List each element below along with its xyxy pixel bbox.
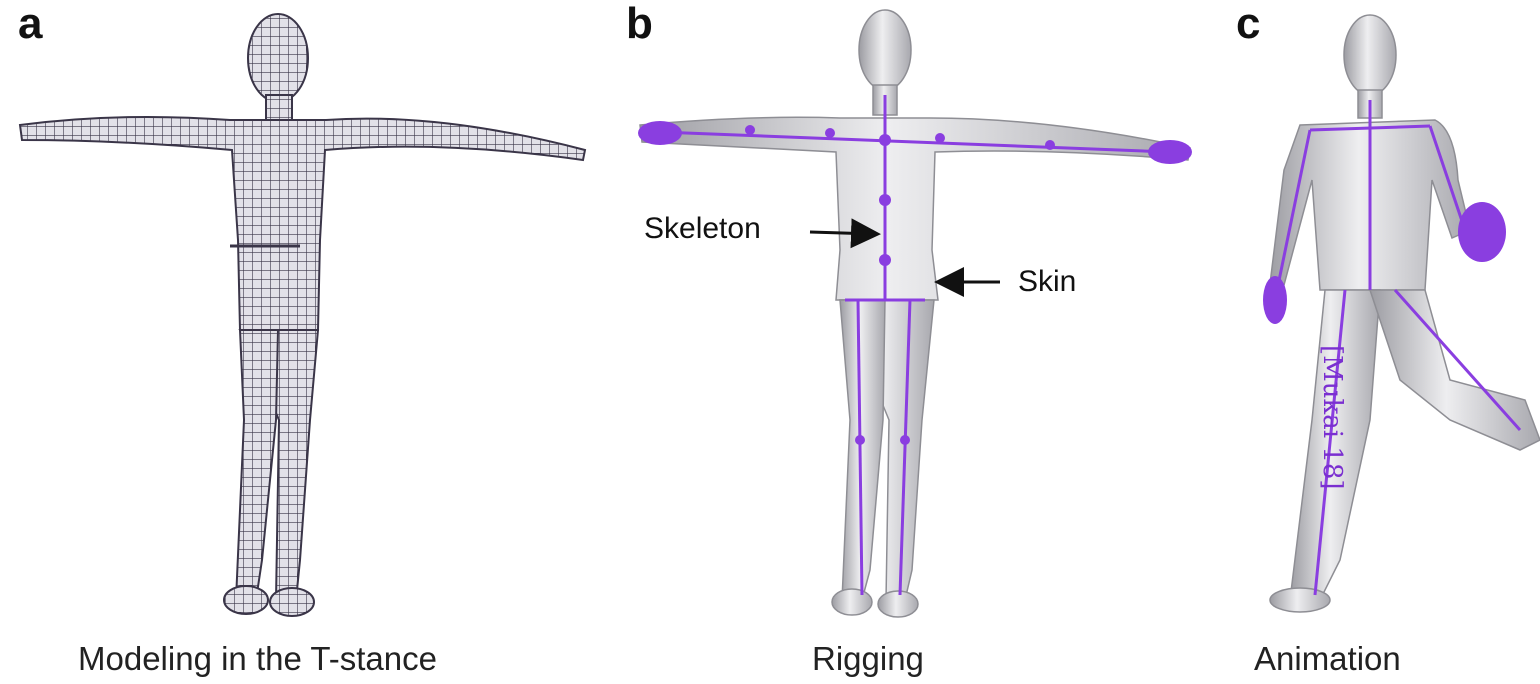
right-hand-joints [1148, 140, 1192, 164]
skin-torso-arms [640, 117, 1190, 300]
skin-head [859, 10, 911, 90]
caption-rigging: Rigging [812, 640, 924, 678]
fist-joints [1458, 202, 1506, 262]
caption-modeling: Modeling in the T-stance [78, 640, 437, 678]
mesh-left-leg [236, 330, 278, 600]
hand-joints [1263, 276, 1287, 324]
skeleton-arrow [810, 232, 875, 234]
mesh-head [248, 14, 308, 102]
credit-label: [Mukai 18] [1314, 345, 1350, 545]
rigged-figure [600, 0, 1220, 640]
mesh-neck [266, 95, 292, 123]
panel-rigging: b Skeleton Skin Rigging [600, 0, 1220, 684]
label-skeleton: Skeleton [644, 212, 761, 246]
panel-modeling: a Modeling in the T-stance [0, 0, 600, 684]
mesh-figure [0, 0, 600, 640]
mesh-torso-arms [20, 117, 585, 330]
mesh-left-foot [224, 586, 268, 614]
label-skin: Skin [1018, 265, 1076, 299]
left-hand-joints [638, 121, 682, 145]
animated-figure [1220, 0, 1540, 640]
mesh-right-foot [270, 588, 314, 616]
caption-animation: Animation [1254, 640, 1401, 678]
panel-animation: c [Mukai 18] Animation [1220, 0, 1540, 684]
